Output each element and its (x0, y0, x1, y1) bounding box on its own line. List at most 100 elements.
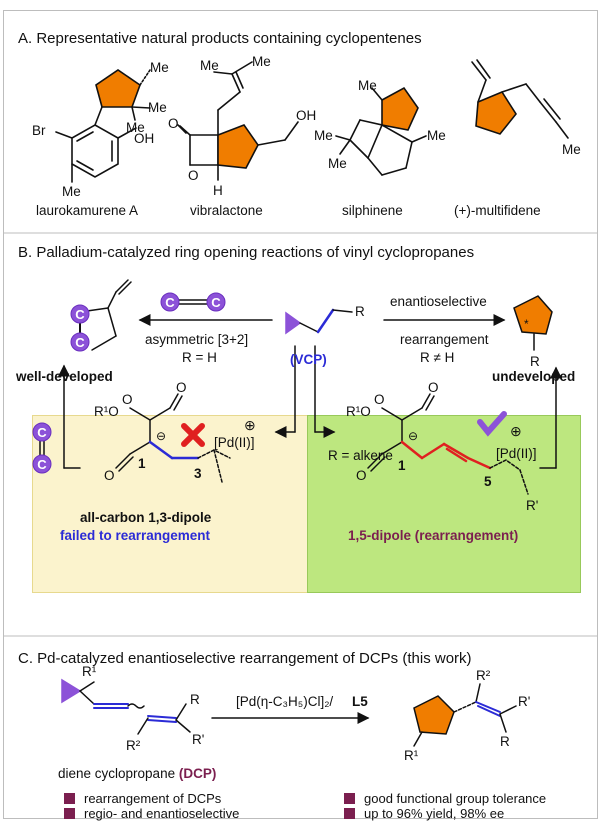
well-developed-label: well-developed (15, 369, 113, 384)
atom-me: Me (62, 184, 81, 199)
atom-oh: OH (296, 108, 316, 123)
svg-text:C: C (37, 457, 47, 472)
bullet-text: rearrangement of DCPs (84, 791, 222, 806)
ligand-label: L5 (352, 694, 368, 709)
bullet-square-icon (64, 808, 75, 819)
svg-text:C: C (75, 335, 85, 350)
right-condition: rearrangement (400, 332, 489, 347)
dipole13-structure (115, 393, 231, 483)
atom-o: O (168, 116, 179, 131)
anion-label: ⊖ (408, 429, 418, 443)
bullet-square-icon (344, 808, 355, 819)
bullet-text: good functional group tolerance (364, 791, 547, 806)
r2-label: R² (476, 668, 491, 683)
dipole13-title: all-carbon 1,3-dipole (80, 510, 212, 525)
cation-label: ⊕ (510, 423, 522, 439)
anion-label: ⊖ (156, 429, 166, 443)
r-prime-label: R' (192, 732, 204, 747)
atom-me: Me (314, 128, 333, 143)
section-c-structures: R¹ R R' R² [Pd(η-C₃H₅)Cl]₂/ L5 R² R' R R… (61, 664, 530, 763)
product-name: silphinene (342, 203, 403, 218)
r1o-label: R¹O (346, 404, 371, 419)
atom-me: Me (150, 60, 169, 75)
o-label: O (428, 380, 439, 395)
laurokamurene-structure (55, 69, 151, 183)
catalyst-label: [Pd(η-C₃H₅)Cl]₂/ (236, 694, 333, 709)
atom-number: 3 (194, 466, 202, 481)
dipole13-panel (32, 415, 308, 593)
atom-me: Me (562, 142, 581, 157)
atom-br: Br (32, 123, 46, 138)
o-label: O (374, 392, 385, 407)
section-a-title: A. Representative natural products conta… (18, 30, 422, 47)
bullet-item: rearrangement of DCPs (64, 791, 221, 806)
r-label: R (500, 734, 510, 749)
atom-me: Me (328, 156, 347, 171)
stereo-star: * (524, 317, 529, 331)
atom-o: O (188, 168, 199, 183)
r1-label: R¹ (82, 664, 97, 679)
atom-number: 1 (138, 456, 146, 471)
cycloadduct-purple-atoms: C C (70, 304, 90, 352)
right-condition: R ≠ H (420, 350, 454, 365)
right-condition: enantioselective (390, 294, 487, 309)
r2-label: R² (126, 738, 141, 753)
atom-me: Me (200, 58, 219, 73)
atom-oh: OH (134, 131, 154, 146)
r-prime-label: R' (518, 694, 530, 709)
product-name: vibralactone (190, 203, 263, 218)
r-alkene-label: R = alkene (328, 448, 393, 463)
r-label: R (190, 692, 200, 707)
dcp-abbr: (DCP) (178, 766, 217, 781)
svg-text:C: C (37, 425, 47, 440)
r-prime-label: R' (526, 498, 538, 513)
svg-text:C: C (211, 295, 221, 310)
atom-me: Me (252, 54, 271, 69)
o-label: O (356, 468, 367, 483)
vcp-r-label: R (355, 304, 365, 319)
section-a-structures: Me Me Me OH Br Me Me Me OH O O H Me Me M… (32, 54, 581, 199)
atom-me: Me (148, 100, 167, 115)
atom-me: Me (358, 78, 377, 93)
bullet-text: regio- and enantioselective (84, 806, 240, 821)
atom-me: Me (427, 128, 446, 143)
dcp-label: diene cyclopropane (DCP) (58, 766, 216, 781)
pd-label: [Pd(II)] (214, 435, 255, 450)
dipole15-title: 1,5-dipole (rearrangement) (348, 528, 518, 543)
atom-number: 5 (484, 474, 492, 489)
atom-h: H (213, 183, 223, 198)
product-name: (+)-multifidene (454, 203, 541, 218)
svg-text:C: C (165, 295, 175, 310)
section-b-structures: C C C C C C asymmetric [3+2] R = H enant… (15, 279, 575, 543)
undeveloped-label: undeveloped (492, 369, 575, 384)
atom-me: Me (126, 120, 145, 135)
r1-label: R¹ (404, 748, 419, 763)
section-b-title: B. Palladium-catalyzed ring opening reac… (18, 244, 475, 261)
vibralactone-structure (177, 61, 299, 181)
dipole13-subtitle: failed to rearrangement (60, 528, 211, 543)
o-label: O (176, 380, 187, 395)
product-r-label: R (530, 354, 540, 369)
dipole15-structure (367, 393, 529, 495)
bullet-square-icon (64, 793, 75, 804)
pd-label: [Pd(II)] (496, 446, 537, 461)
dcp-label-text: diene cyclopropane (58, 766, 176, 781)
bullet-text: up to 96% yield, 98% ee (364, 806, 505, 821)
r1o-label: R¹O (94, 404, 119, 419)
alkyne-reagent-left: C C (32, 422, 52, 474)
alkyne-reagent-top: C C (160, 292, 226, 312)
cation-label: ⊕ (244, 417, 256, 433)
vcp-label: (VCP) (290, 352, 327, 367)
bullet-item: up to 96% yield, 98% ee (344, 806, 504, 821)
svg-text:C: C (75, 307, 85, 322)
left-condition: R = H (182, 350, 217, 365)
left-condition: asymmetric [3+2] (145, 332, 248, 347)
atom-number: 1 (398, 458, 406, 473)
bullet-item: regio- and enantioselective (64, 806, 239, 821)
silphinene-structure (335, 86, 427, 176)
product-name: laurokamurene A (36, 203, 139, 218)
section-c-title: C. Pd-catalyzed enantioselective rearran… (18, 650, 472, 667)
fail-cross-icon (181, 423, 205, 447)
